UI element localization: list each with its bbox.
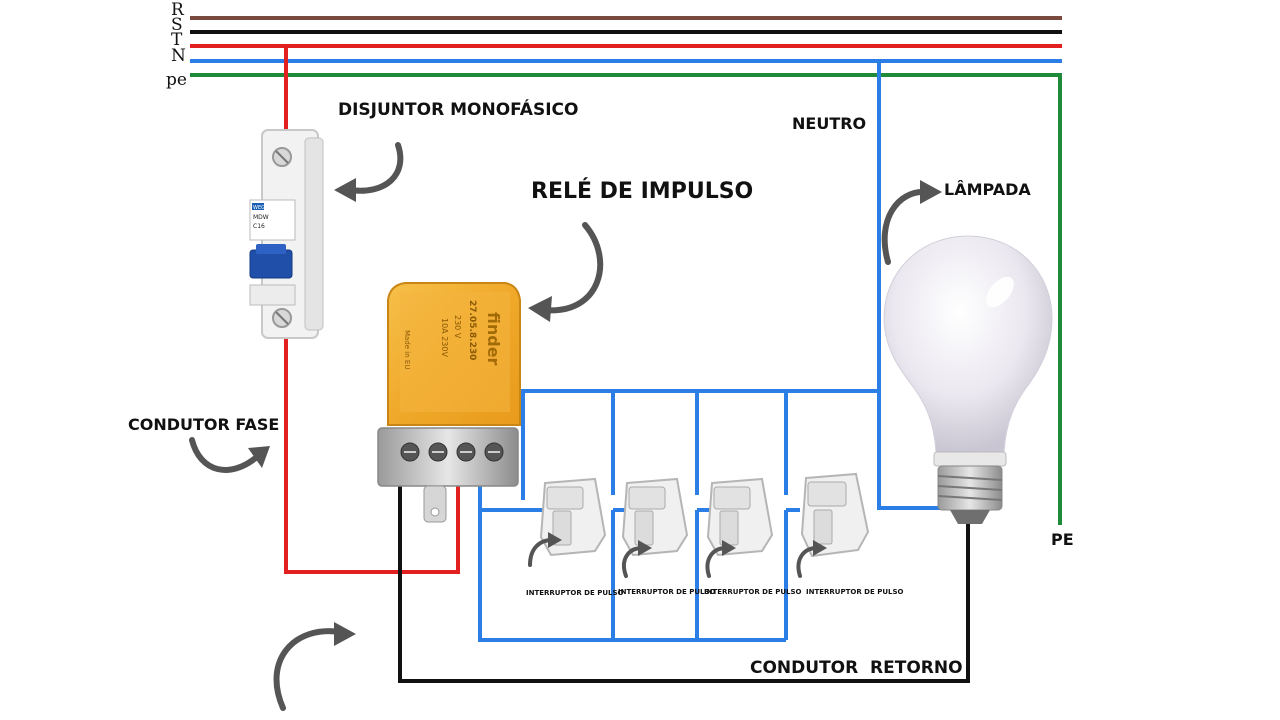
relay-voltage: 230 V bbox=[453, 315, 462, 339]
arrow-head-relay bbox=[528, 296, 552, 322]
neutral-label: NEUTRO bbox=[792, 114, 866, 133]
arrow-relay bbox=[542, 222, 604, 314]
return-wire bbox=[398, 480, 970, 683]
neutral-wire bbox=[521, 61, 945, 510]
lamp-base bbox=[937, 465, 1003, 524]
arrow-phase bbox=[189, 437, 261, 473]
relay-code: 27.05.8.230 bbox=[467, 300, 477, 360]
arrow-head-switch-1 bbox=[548, 532, 562, 548]
bus-label-s: S bbox=[171, 15, 183, 35]
phase-wire bbox=[284, 46, 460, 574]
breaker-label: DISJUNTOR MONOFÁSICO bbox=[338, 98, 578, 120]
switch-3 bbox=[706, 477, 774, 557]
arrow-head-phase bbox=[248, 446, 270, 468]
relay-contact: 10A 230V bbox=[440, 318, 449, 357]
arrow-head-switch-2 bbox=[638, 540, 652, 556]
impulse-relay: finder 27.05.8.230 230 V 10A 230V Made i… bbox=[377, 282, 521, 523]
breaker-brand: WEG bbox=[253, 205, 265, 211]
arrow-head-switch-4 bbox=[813, 540, 827, 556]
lamp bbox=[883, 235, 1053, 524]
switch-2-label: INTERRUPTOR DE PULSO bbox=[618, 588, 716, 596]
switch-2 bbox=[621, 477, 689, 557]
bus-labels: R S T N pe bbox=[166, 0, 187, 90]
arrow-head-switch-3 bbox=[722, 540, 736, 556]
breaker-model: MDW bbox=[253, 214, 269, 221]
arrows bbox=[189, 142, 929, 711]
relay-terminals bbox=[400, 442, 504, 462]
switch-4 bbox=[800, 472, 870, 558]
circuit-breaker: WEG MDW C16 bbox=[249, 129, 324, 339]
bus-label-t: T bbox=[171, 30, 183, 50]
switch-1-label: INTERRUPTOR DE PULSO bbox=[526, 589, 624, 597]
bus-label-n: N bbox=[171, 46, 186, 66]
arrow-return bbox=[273, 628, 343, 711]
bus-label-r: R bbox=[171, 0, 185, 20]
bus-bars bbox=[190, 16, 1062, 77]
arrow-head-lamp bbox=[920, 180, 942, 204]
relay-origin: Made in EU bbox=[403, 330, 411, 369]
lamp-label: LÂMPADA bbox=[944, 180, 1031, 199]
switch-1 bbox=[539, 477, 607, 557]
arrow-heads bbox=[248, 178, 942, 646]
arrow-head-return bbox=[334, 622, 356, 646]
arrow-breaker bbox=[347, 142, 404, 194]
pe-label: PE bbox=[1051, 530, 1074, 549]
switch-4-label: INTERRUPTOR DE PULSO bbox=[806, 588, 904, 596]
bus-label-pe: pe bbox=[166, 70, 187, 90]
arrow-head-breaker bbox=[334, 178, 356, 202]
relay-label: RELÉ DE IMPULSO bbox=[531, 178, 753, 204]
phase-label: CONDUTOR FASE bbox=[128, 415, 279, 434]
breaker-rating: C16 bbox=[253, 223, 265, 230]
arrow-lamp bbox=[881, 188, 929, 265]
return-label: CONDUTOR RETORNO bbox=[750, 658, 963, 678]
relay-brand: finder bbox=[484, 312, 503, 366]
switch-3-label: INTERRUPTOR DE PULSO bbox=[704, 588, 802, 596]
